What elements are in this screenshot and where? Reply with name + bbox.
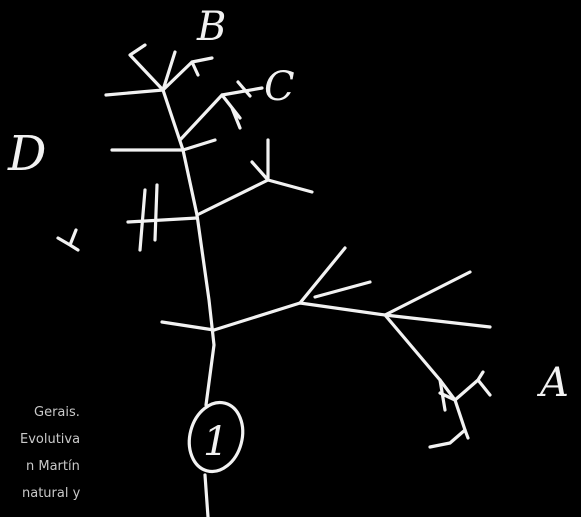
caption-line: n Martín [26, 459, 80, 475]
branch-a-twigs [430, 372, 490, 447]
branch-c [180, 82, 262, 140]
caption-line: natural y [22, 486, 80, 502]
branch-middle-right [197, 140, 312, 215]
branch-to-a [214, 303, 465, 430]
label-b: B [196, 4, 226, 50]
branch-d-side [112, 140, 215, 150]
label-d: D [7, 126, 46, 182]
branch-left-low [162, 322, 214, 330]
label-c: C [264, 64, 295, 110]
isolated-mark [58, 230, 78, 250]
root-node-label: 1 [203, 419, 228, 465]
caption-line: Evolutiva [20, 432, 80, 448]
branch-b [106, 45, 212, 95]
caption-line: Gerais. [34, 405, 80, 421]
branch-middle-left [128, 185, 197, 250]
label-a: A [536, 360, 569, 406]
branch-upper-right [300, 248, 490, 327]
